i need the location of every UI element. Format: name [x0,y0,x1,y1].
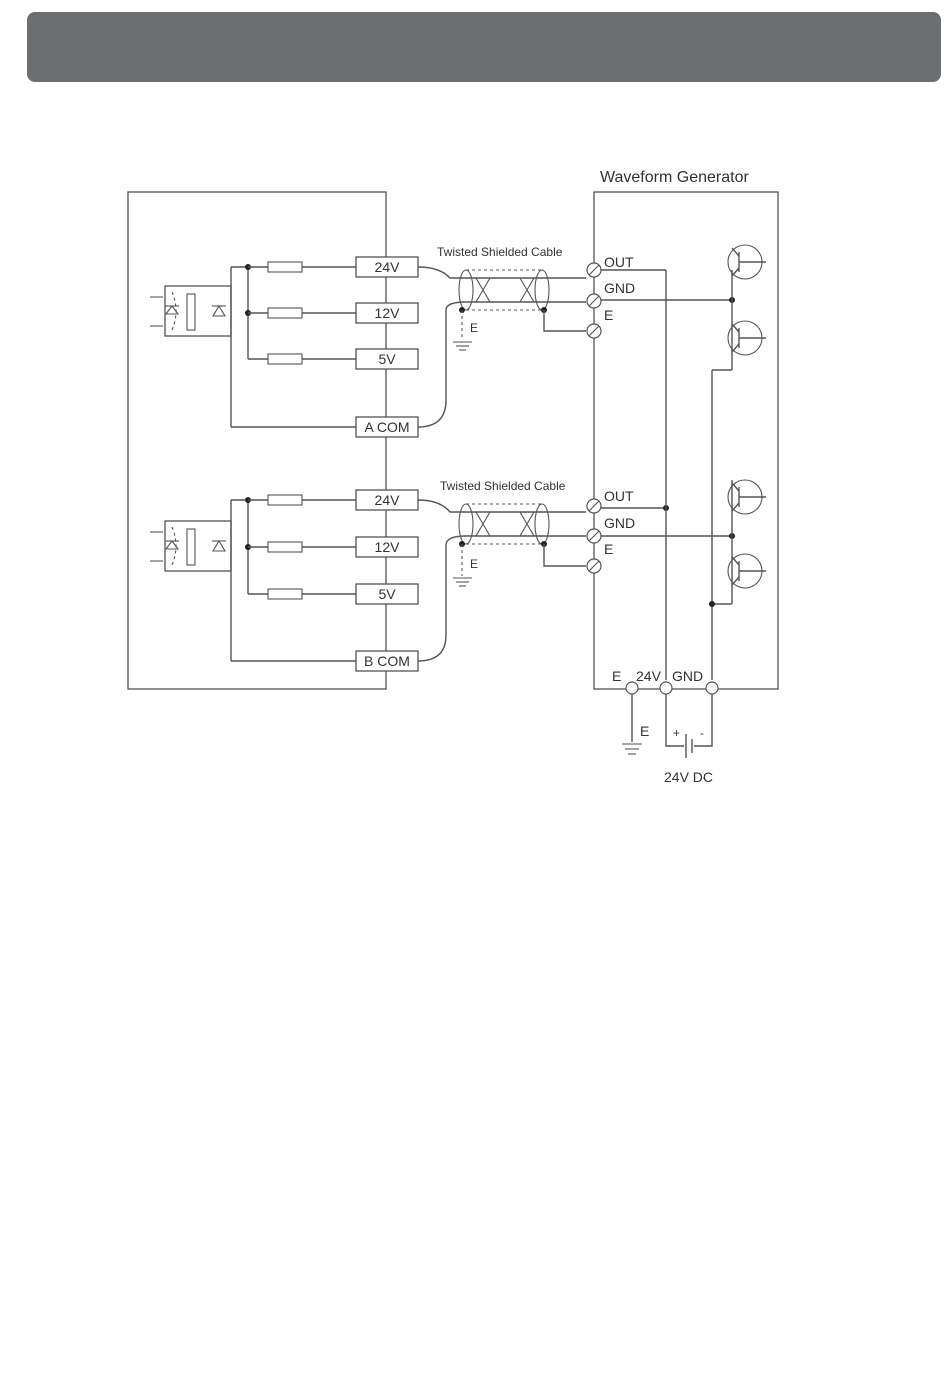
supply-label: 24V DC [664,769,713,785]
supply-plus: + [673,726,680,740]
gen-a-e: E [604,307,613,323]
supply-minus: - [700,726,704,740]
power-terminal-e: E [612,668,621,684]
terminal-a-5v: 5V [378,351,396,367]
terminal-b-5v: 5V [378,586,396,602]
generator-title: Waveform Generator [600,169,749,186]
terminal-a-24v: 24V [375,259,401,275]
terminal-b-24v: 24V [375,492,401,508]
opto-box-a [165,286,231,336]
terminal-b-12v: 12V [375,539,401,555]
terminal-b-com: B COM [364,653,410,669]
ground-label-b: E [470,557,478,571]
gen-b-out: OUT [604,488,634,504]
terminal-a-com: A COM [364,419,409,435]
power-terminal-24v: 24V [636,668,662,684]
opto-box-b [165,521,231,571]
ground-label-a: E [470,321,478,335]
gen-b-e: E [604,541,613,557]
cable-label-a: Twisted Shielded Cable [437,245,563,259]
power-ground-label: E [640,723,649,739]
gen-a-out: OUT [604,254,634,270]
cable-label-b: Twisted Shielded Cable [440,479,566,493]
gen-b-gnd: GND [604,515,635,531]
gen-a-gnd: GND [604,280,635,296]
power-terminal-gnd: GND [672,668,703,684]
terminal-a-12v: 12V [375,305,401,321]
